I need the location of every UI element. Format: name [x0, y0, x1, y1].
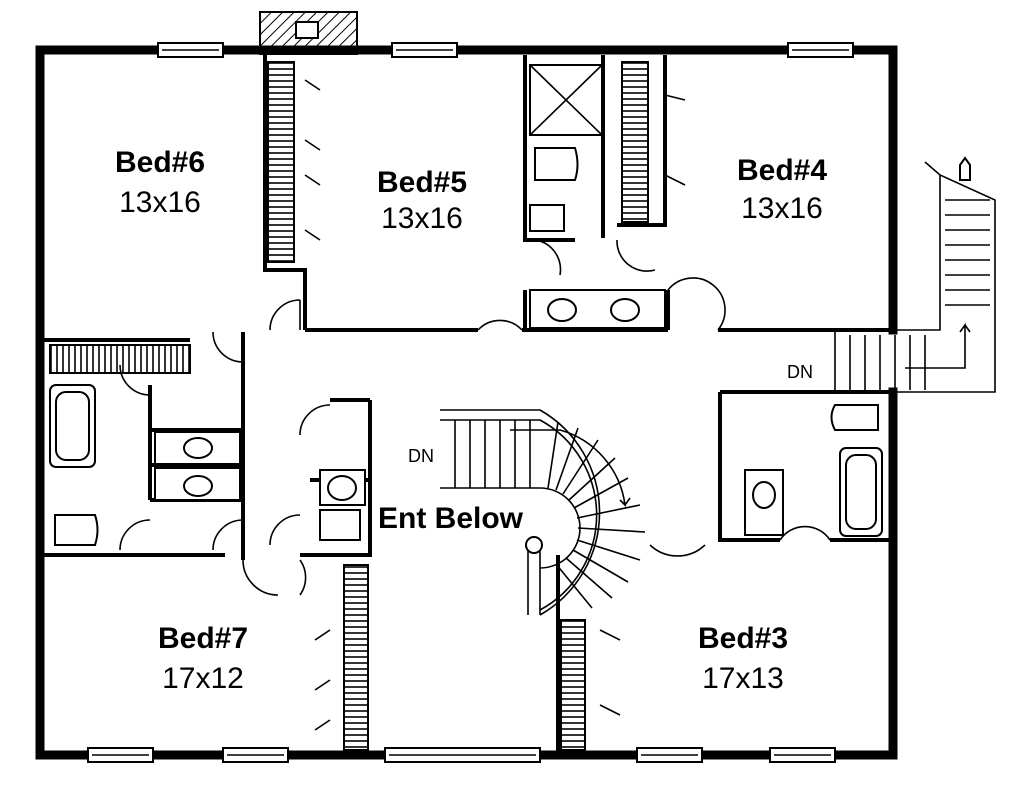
window	[391, 42, 458, 58]
bath-fixtures	[49, 64, 883, 546]
rear-staircase	[834, 156, 996, 393]
room-size-bed3: 17x13	[702, 662, 784, 695]
cabinet	[529, 204, 565, 232]
room-name-bed6: Bed#6	[115, 146, 205, 179]
window	[636, 747, 703, 763]
sink	[183, 475, 213, 497]
room-labels: Bed#6 13x16 Bed#5 13x16 Bed#4 13x16 Bed#…	[115, 146, 827, 695]
closet-bed6	[267, 61, 295, 263]
stair-down-label-main: DN	[408, 446, 434, 466]
doors	[119, 238, 831, 596]
room-size-bed6: 13x16	[119, 186, 201, 219]
sink	[327, 475, 357, 501]
sink	[752, 481, 776, 509]
exterior-walls	[35, 45, 898, 760]
window	[787, 42, 854, 58]
window	[222, 747, 289, 763]
windows	[87, 42, 854, 763]
room-size-bed5: 13x16	[381, 202, 463, 235]
sink	[547, 298, 577, 322]
window	[157, 42, 224, 58]
window	[384, 747, 541, 763]
closet-bed7	[343, 564, 369, 751]
toilet	[319, 509, 361, 541]
room-name-bed7: Bed#7	[158, 622, 248, 655]
room-name-bed5: Bed#5	[377, 166, 467, 199]
sink	[610, 298, 640, 322]
closet-bed3	[560, 619, 586, 751]
toilet	[534, 147, 579, 181]
closet-bed4	[621, 61, 649, 223]
entry-label: Ent Below	[378, 502, 524, 535]
sink	[183, 437, 213, 459]
room-name-bed4: Bed#4	[737, 154, 827, 187]
room-name-bed3: Bed#3	[698, 622, 788, 655]
window	[87, 747, 154, 763]
room-size-bed7: 17x12	[162, 662, 244, 695]
main-staircase	[440, 409, 646, 616]
window	[769, 747, 836, 763]
stair-down-label-rear: DN	[787, 362, 813, 382]
toilet	[830, 404, 879, 431]
room-size-bed4: 13x16	[741, 192, 823, 225]
toilet	[54, 514, 99, 546]
